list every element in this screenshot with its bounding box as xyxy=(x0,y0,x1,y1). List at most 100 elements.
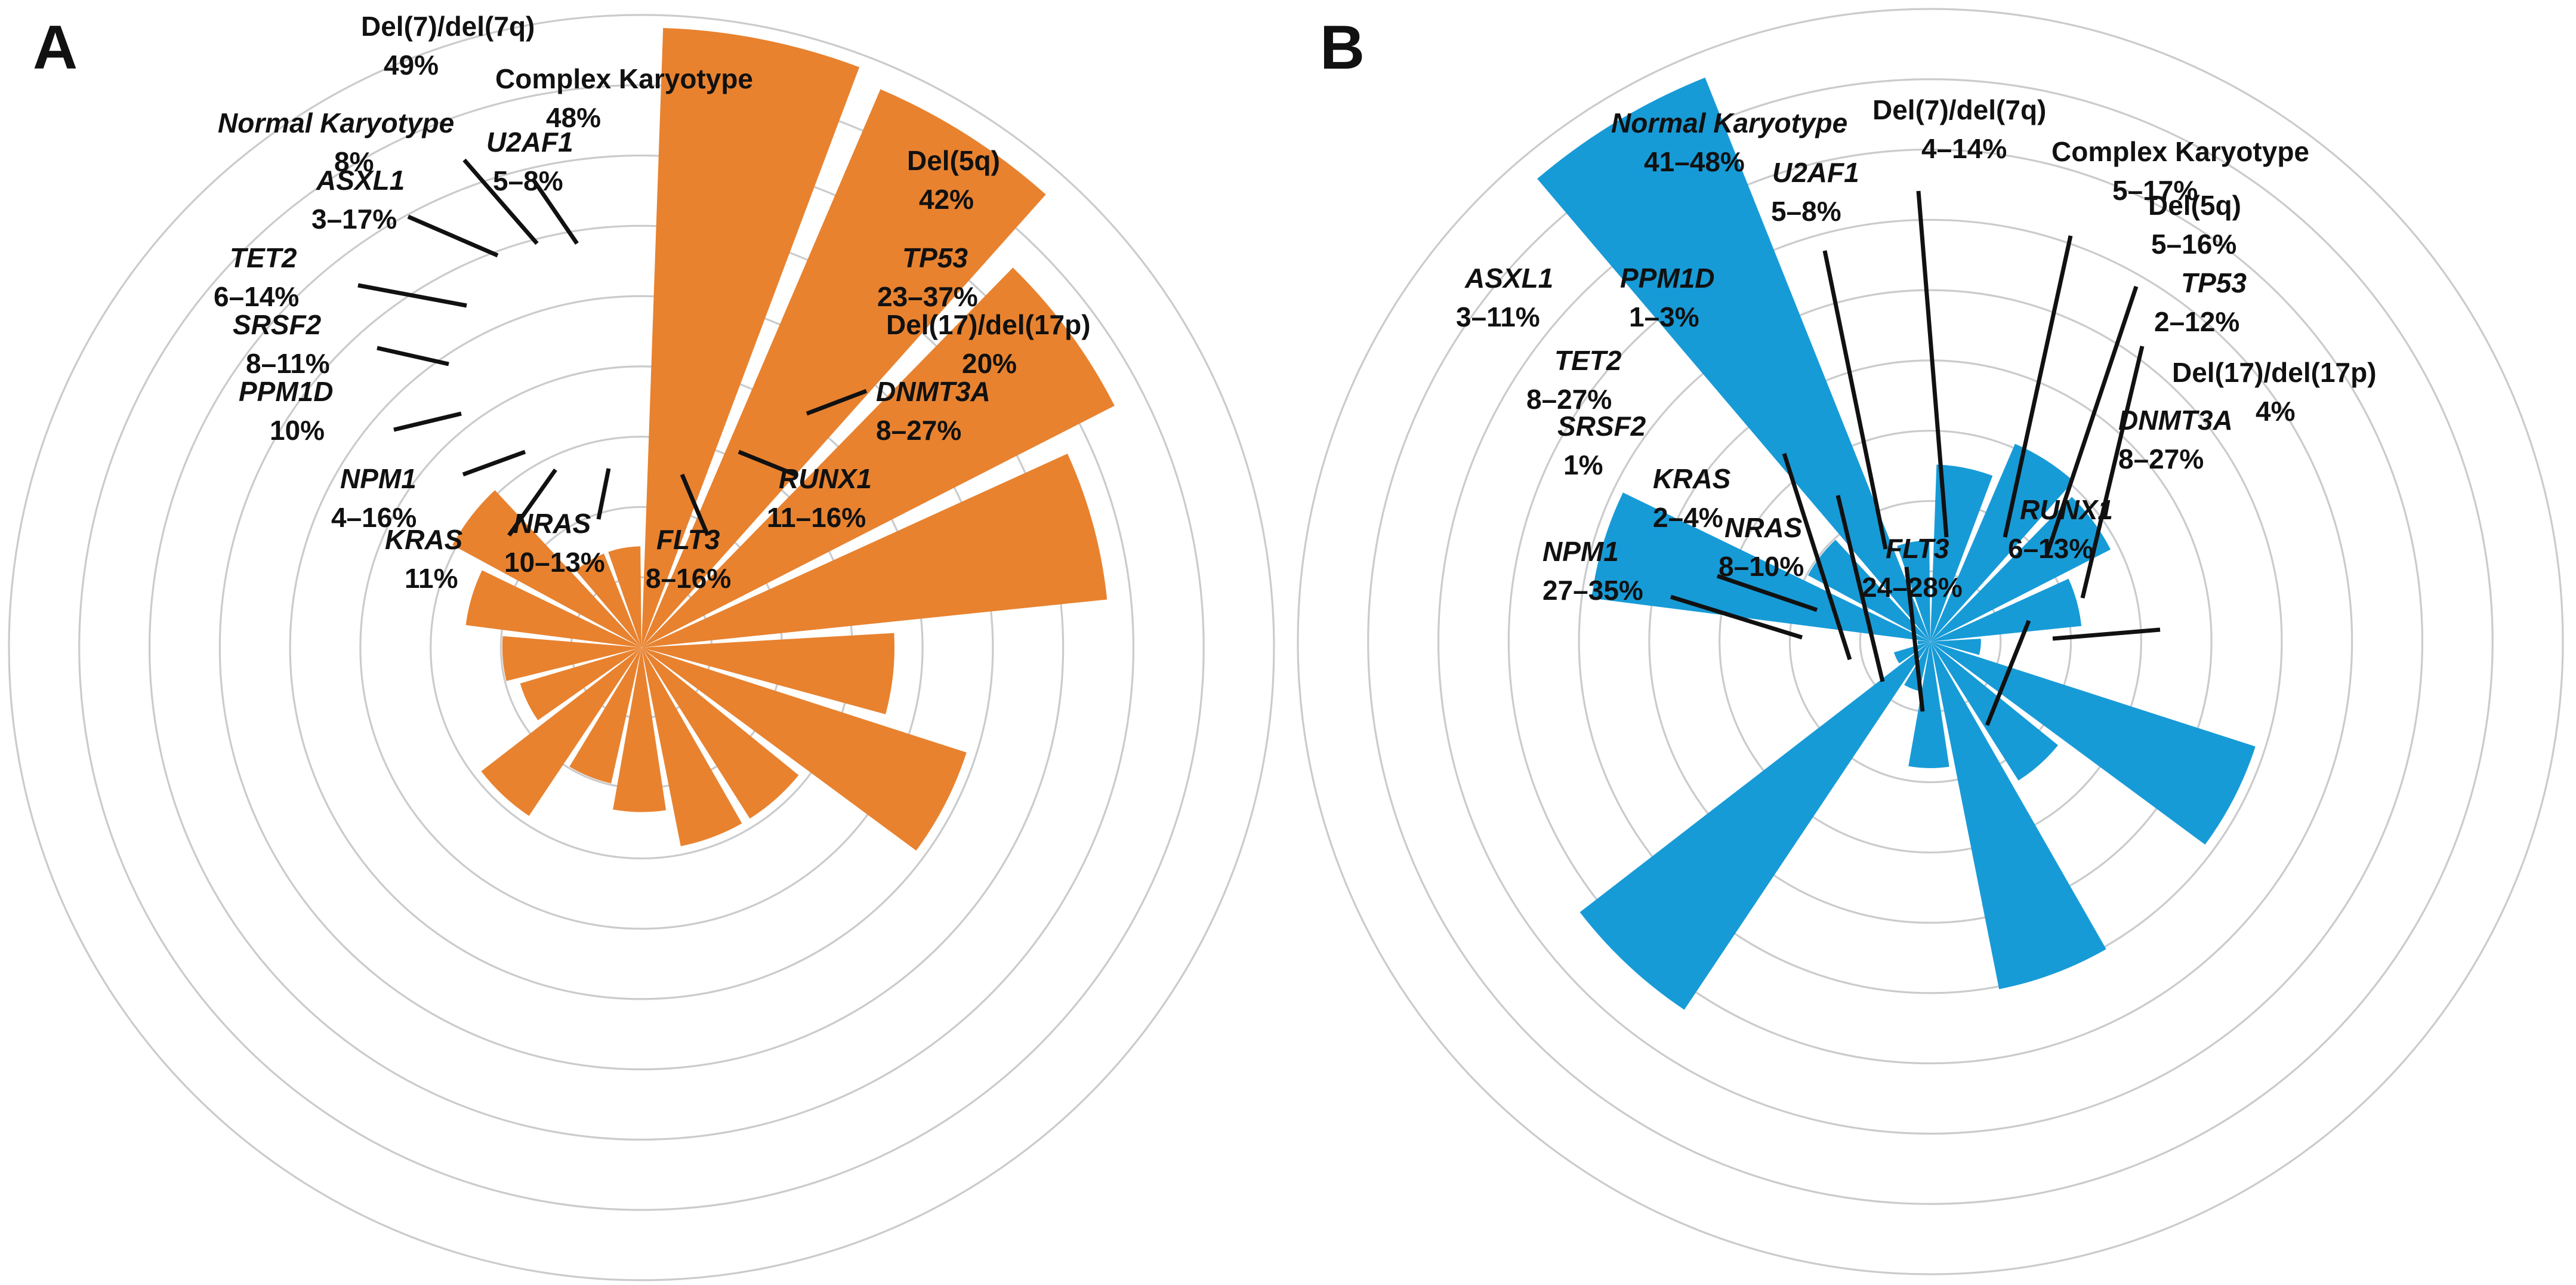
sector-label: Del(7)/del(7q) xyxy=(1872,94,2046,125)
grid-ring xyxy=(1437,148,2424,1135)
sector-label: TET2 xyxy=(1554,345,1622,376)
sector-label: SRSF2 xyxy=(1557,411,1646,442)
rose-sector xyxy=(576,553,641,648)
grid-ring xyxy=(148,154,1135,1141)
leader-line xyxy=(393,411,462,432)
rose-sector xyxy=(1930,497,2111,642)
sector-value: 23–37% xyxy=(877,281,978,312)
sector-label: Del(17)/del(17p) xyxy=(2172,357,2377,388)
grid-ring xyxy=(1578,289,2283,994)
rose-sector xyxy=(1579,642,1930,1010)
sector-value: 5–8% xyxy=(1771,196,1841,227)
leader-line xyxy=(1782,452,1852,661)
sector-label: PPM1D xyxy=(1620,263,1714,294)
sector-value: 8–27% xyxy=(2118,443,2204,474)
sector-value: 6–14% xyxy=(214,281,299,312)
sector-value: 8% xyxy=(334,146,374,177)
leader-line xyxy=(1716,574,1818,612)
panel-a-sectors xyxy=(452,27,1115,851)
sector-value: 2–12% xyxy=(2154,306,2239,337)
leader-line xyxy=(596,468,611,520)
panel-b: Normal Karyotype41–48%Del(7)/del(7q)4–14… xyxy=(1297,8,2564,1275)
sector-label: RUNX1 xyxy=(2020,494,2113,525)
sector-label: U2AF1 xyxy=(1772,157,1859,188)
rose-sector xyxy=(1930,578,2082,642)
leader-line xyxy=(462,449,526,477)
sector-label: TET2 xyxy=(230,242,297,273)
sector-label: NRAS xyxy=(513,508,591,539)
sector-label: KRAS xyxy=(385,524,463,555)
sector-value: 4% xyxy=(2256,396,2295,427)
leader-line xyxy=(2003,235,2073,538)
sector-label: U2AF1 xyxy=(486,127,573,158)
sector-label: FLT3 xyxy=(1886,533,1949,564)
panel-a-leader-lines xyxy=(357,158,868,537)
leader-line xyxy=(531,178,579,245)
rose-sector xyxy=(1808,540,1930,642)
grid-ring xyxy=(218,224,1065,1071)
sector-value: 1% xyxy=(1563,449,1603,480)
sector-label: DNMT3A xyxy=(876,376,991,407)
leader-line xyxy=(407,214,499,258)
sector-value: 20% xyxy=(962,348,1017,379)
leader-line xyxy=(2044,285,2139,556)
sector-value: 5–8% xyxy=(493,165,563,196)
rose-sector xyxy=(608,546,641,648)
leader-line xyxy=(357,283,467,308)
rose-sector xyxy=(1908,642,1949,768)
sector-value: 10% xyxy=(270,415,325,446)
sector-value: 41–48% xyxy=(1644,146,1745,177)
rose-sector xyxy=(641,633,894,714)
panel-a-labels: Del(7)/del(7q)49%Complex Karyotype48%Del… xyxy=(214,11,1091,594)
sector-label: Del(17)/del(17p) xyxy=(886,309,1091,340)
sector-value: 8–16% xyxy=(646,563,731,594)
sector-label: TP53 xyxy=(2181,267,2247,298)
leader-line xyxy=(377,346,449,366)
leader-line xyxy=(1985,620,2031,726)
leader-line xyxy=(1916,190,1949,538)
sector-label: NRAS xyxy=(1724,512,1803,543)
rose-sector xyxy=(1930,642,2106,990)
sector-label: Del(5q) xyxy=(907,145,1000,176)
rose-sector xyxy=(641,648,742,846)
rose-sector xyxy=(1537,78,1930,642)
rose-sector xyxy=(1894,642,1930,664)
rose-sector xyxy=(1930,639,1981,655)
sector-value: 8–10% xyxy=(1719,551,1804,582)
sector-label: TP53 xyxy=(902,242,968,273)
panel-b-letter: B xyxy=(1320,13,1365,82)
panel-a-letter: A xyxy=(33,13,78,82)
rose-sector xyxy=(641,27,860,648)
sector-label: FLT3 xyxy=(656,524,720,555)
sector-value: 48% xyxy=(546,102,601,133)
rose-sector xyxy=(1930,642,2256,845)
rose-sector xyxy=(613,648,667,812)
leader-line xyxy=(1835,495,1885,682)
sector-value: 3–17% xyxy=(311,204,397,235)
sector-value: 2–4% xyxy=(1653,502,1723,533)
leader-line xyxy=(507,468,557,537)
grid-ring xyxy=(1507,218,2353,1065)
sector-label: Del(7)/del(7q) xyxy=(361,11,535,42)
panel-b-sectors xyxy=(1537,78,2256,1010)
sector-value: 4–16% xyxy=(331,502,417,533)
panel-b-grid xyxy=(1297,8,2564,1275)
rose-sector xyxy=(641,89,1046,648)
leader-line xyxy=(2052,627,2161,641)
rose-sector xyxy=(502,636,641,681)
rose-sector xyxy=(452,490,641,648)
sector-value: 6–13% xyxy=(2008,533,2093,564)
grid-ring xyxy=(8,14,1275,1281)
grid-ring xyxy=(1719,430,2142,853)
leader-line xyxy=(1670,594,1803,640)
grid-ring xyxy=(78,84,1205,1211)
leader-line xyxy=(1822,250,1888,550)
sector-value: 10–13% xyxy=(504,547,605,578)
panel-b-leader-lines xyxy=(1670,190,2161,726)
rose-sector xyxy=(1930,443,2074,642)
rose-sector xyxy=(641,648,967,851)
grid-ring xyxy=(1367,78,2494,1205)
sector-label: Del(5q) xyxy=(2148,190,2241,221)
sector-label: ASXL1 xyxy=(316,165,405,196)
